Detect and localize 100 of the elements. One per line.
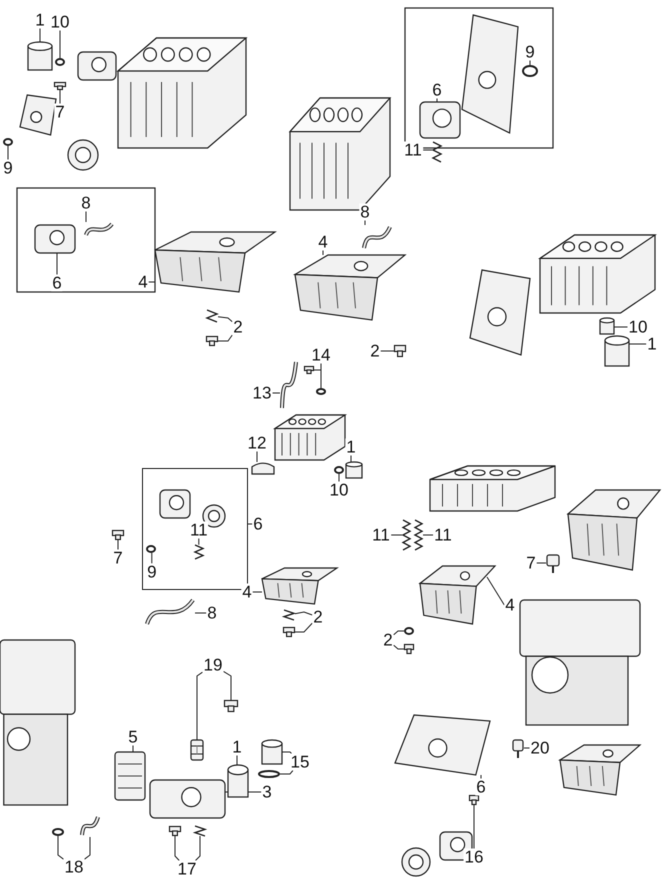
callout-number: 4 <box>137 274 149 290</box>
callout-number: 10 <box>328 482 350 498</box>
callout-number: 5 <box>127 728 139 746</box>
leader-line <box>194 612 207 614</box>
leader-line <box>151 552 152 564</box>
oil-pipe-drawing <box>84 222 114 237</box>
oil-pan-drawing <box>155 232 275 292</box>
callout-number: 2 <box>369 342 381 360</box>
leader-line <box>280 770 294 774</box>
callout-number: 11 <box>433 526 453 544</box>
callout-number: 12 <box>246 434 268 452</box>
bolt-drawing <box>469 795 479 805</box>
leader-line <box>393 630 404 636</box>
callout-number: 13 <box>252 384 272 402</box>
leader-line <box>390 534 402 536</box>
leader-line <box>380 350 394 352</box>
leader-line <box>174 836 180 861</box>
callout-number: 11 <box>403 142 423 158</box>
leader-line <box>350 455 352 462</box>
o-ring-drawing <box>146 544 156 553</box>
leader-line <box>84 836 90 860</box>
leader-line <box>486 576 505 606</box>
spring-drawing <box>194 544 204 559</box>
leader-line <box>614 326 628 328</box>
oil-pipe-drawing <box>362 225 392 250</box>
callout-number: 7 <box>112 550 124 566</box>
callout-number: 10 <box>628 318 648 336</box>
callout-number: 18 <box>64 858 84 876</box>
callout-number: 7 <box>54 104 66 120</box>
leader-line <box>132 745 134 752</box>
leader-line <box>218 316 233 322</box>
callout-number: 1 <box>231 738 243 756</box>
callout-number: 6 <box>51 274 63 292</box>
leader-line <box>422 534 434 536</box>
oil-filter-drawing <box>346 462 362 478</box>
bolt-drawing <box>54 82 66 90</box>
callout-number: 8 <box>206 604 218 622</box>
bolt-drawing <box>224 700 238 712</box>
leader-line <box>322 250 324 256</box>
oil-pan-drawing <box>262 568 337 604</box>
sensor-drawing <box>512 740 524 758</box>
oil-pipe-drawing <box>145 598 195 626</box>
callout-number: 6 <box>431 82 443 98</box>
leader-line <box>393 644 404 650</box>
callout-number: 4 <box>241 584 253 600</box>
o-ring-drawing <box>3 138 13 146</box>
oil-pump-drawing <box>420 102 460 138</box>
leader-line <box>282 752 292 754</box>
bolt-drawing <box>283 627 295 637</box>
leader-line <box>58 836 64 860</box>
leader-line <box>195 836 200 861</box>
bolt-drawing <box>112 530 124 540</box>
leader-line <box>198 538 200 546</box>
oil-cooler-drawing <box>115 752 145 800</box>
leader-line <box>272 392 280 394</box>
oil-pump-drawing <box>35 225 75 253</box>
callout-number: 17 <box>176 860 198 878</box>
bolt-drawing <box>304 366 314 374</box>
callout-number: 16 <box>464 848 484 866</box>
callout-number: 2 <box>382 632 394 648</box>
timing-cover-drawing <box>395 715 490 775</box>
leader-line <box>294 611 313 616</box>
callout-number: 1 <box>646 336 658 352</box>
callout-number: 6 <box>475 778 487 796</box>
oil-pump-drawing <box>150 780 225 818</box>
bolt-drawing <box>404 644 414 654</box>
bolt-drawing <box>206 336 218 346</box>
leader-line <box>536 562 546 564</box>
leader-line <box>294 622 313 632</box>
leader-line <box>236 755 238 766</box>
o-ring-drawing <box>316 388 326 395</box>
callout-number: 15 <box>290 754 310 770</box>
callout-number: 8 <box>359 204 371 220</box>
leader-line <box>196 672 203 740</box>
leader-line <box>480 774 482 779</box>
callout-number: 11 <box>188 521 209 538</box>
callout-number: 4 <box>317 234 329 250</box>
callout-number: 10 <box>50 14 70 30</box>
spring-drawing <box>402 520 411 550</box>
callout-number: 9 <box>2 160 14 176</box>
bracket-drawing <box>252 462 274 474</box>
spring-drawing <box>194 826 206 836</box>
o-ring-drawing <box>404 627 414 635</box>
sensor-drawing <box>546 555 560 573</box>
leader-line <box>364 220 366 226</box>
o-ring-drawing <box>52 828 64 836</box>
leader-line <box>223 670 232 700</box>
spring-drawing <box>206 310 218 322</box>
callout-number: 14 <box>310 346 332 364</box>
callout-number: 20 <box>530 740 550 756</box>
callout-number: 9 <box>524 44 536 60</box>
callout-number: 1 <box>345 438 357 456</box>
callout-number: 11 <box>371 526 391 544</box>
callout-number: 1 <box>34 12 46 28</box>
oil-filter-drawing <box>228 765 248 797</box>
tube-drawing <box>190 740 204 760</box>
oil-filter-drawing <box>600 318 614 334</box>
oil-filter-drawing <box>28 42 52 70</box>
callout-number: 2 <box>312 608 324 626</box>
callout-number: 19 <box>202 656 224 674</box>
